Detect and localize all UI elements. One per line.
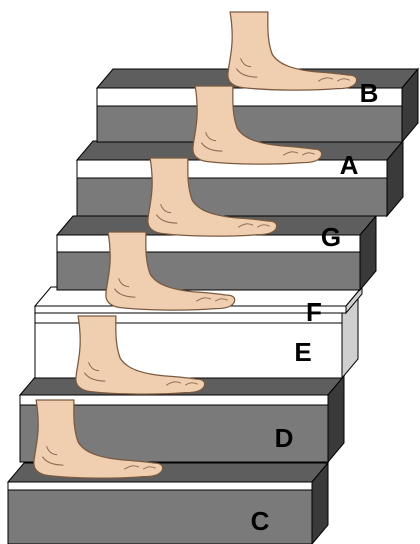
step-label-G: G	[321, 222, 341, 252]
foot-icon	[228, 12, 357, 90]
step-nosing	[8, 482, 312, 490]
step-label-D: D	[275, 423, 294, 453]
step-label-A: A	[340, 150, 359, 180]
step-riser	[97, 106, 402, 142]
step-label-B: B	[360, 78, 379, 108]
step-nosing	[57, 235, 360, 252]
step-label-E: E	[294, 337, 311, 367]
step-label-C: C	[251, 506, 270, 536]
step-riser	[77, 178, 387, 216]
step-riser	[57, 252, 360, 290]
step-label-F: F	[306, 297, 322, 327]
step-nosing	[97, 88, 402, 106]
